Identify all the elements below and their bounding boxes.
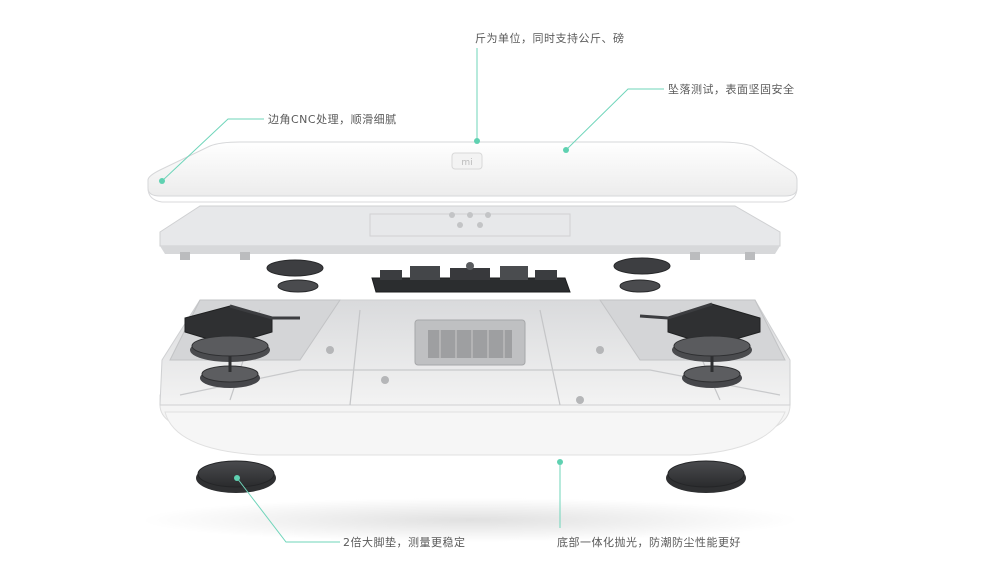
callout-polished-bottom: 底部一体化抛光，防潮防尘性能更好: [557, 536, 741, 549]
leader-dots: [159, 138, 569, 481]
leader-lines: [161, 48, 664, 543]
load-cell-right: [639, 302, 761, 388]
callout-large-feet: 2倍大脚垫，测量更稳定: [343, 536, 466, 549]
circuit-board: [371, 262, 571, 293]
foot-right: [666, 460, 746, 493]
middle-plate: [159, 205, 781, 260]
logo-text: mi: [461, 158, 472, 168]
callout-unit-support: 斤为单位，同时支持公斤、磅: [475, 32, 625, 45]
callout-drop-test: 坠落测试，表面坚固安全: [668, 83, 795, 96]
upper-mounts: [266, 257, 671, 293]
callout-cnc-edges: 边角CNC处理，顺滑细腻: [268, 113, 397, 126]
ground-shadow: [140, 498, 800, 542]
load-cell-left: [184, 304, 300, 388]
top-glass-plate: mi: [147, 141, 798, 203]
